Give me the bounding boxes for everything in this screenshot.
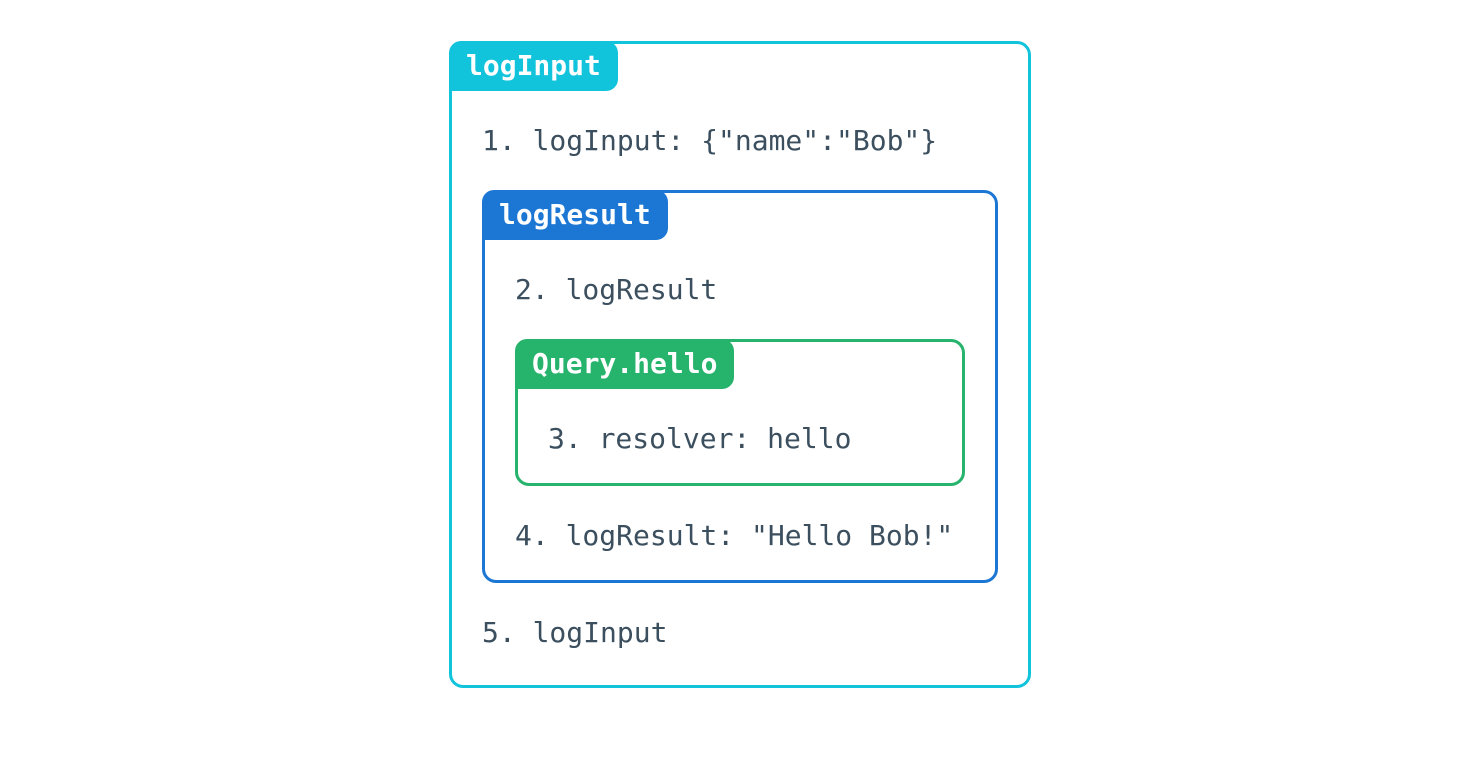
query-hello-label: Query.hello [515, 339, 735, 389]
step-4-logresult-after: 4. logResult: "Hello Bob!" [515, 519, 954, 552]
step-2-logresult-before: 2. logResult [515, 273, 718, 306]
step-1-loginput-before: 1. logInput: {"name":"Bob"} [482, 124, 938, 157]
logresult-box: logResult 2. logResult Query.hello 3. re… [482, 190, 998, 583]
loginput-box: logInput 1. logInput: {"name":"Bob"} log… [449, 41, 1031, 688]
step-5-loginput-after: 5. logInput [482, 616, 668, 649]
step-3-resolver: 3. resolver: hello [548, 422, 852, 455]
logresult-label: logResult [482, 190, 668, 240]
loginput-label: logInput [449, 41, 618, 91]
lifecycle-diagram: logInput 1. logInput: {"name":"Bob"} log… [0, 41, 1480, 771]
query-hello-box: Query.hello 3. resolver: hello [515, 339, 965, 486]
